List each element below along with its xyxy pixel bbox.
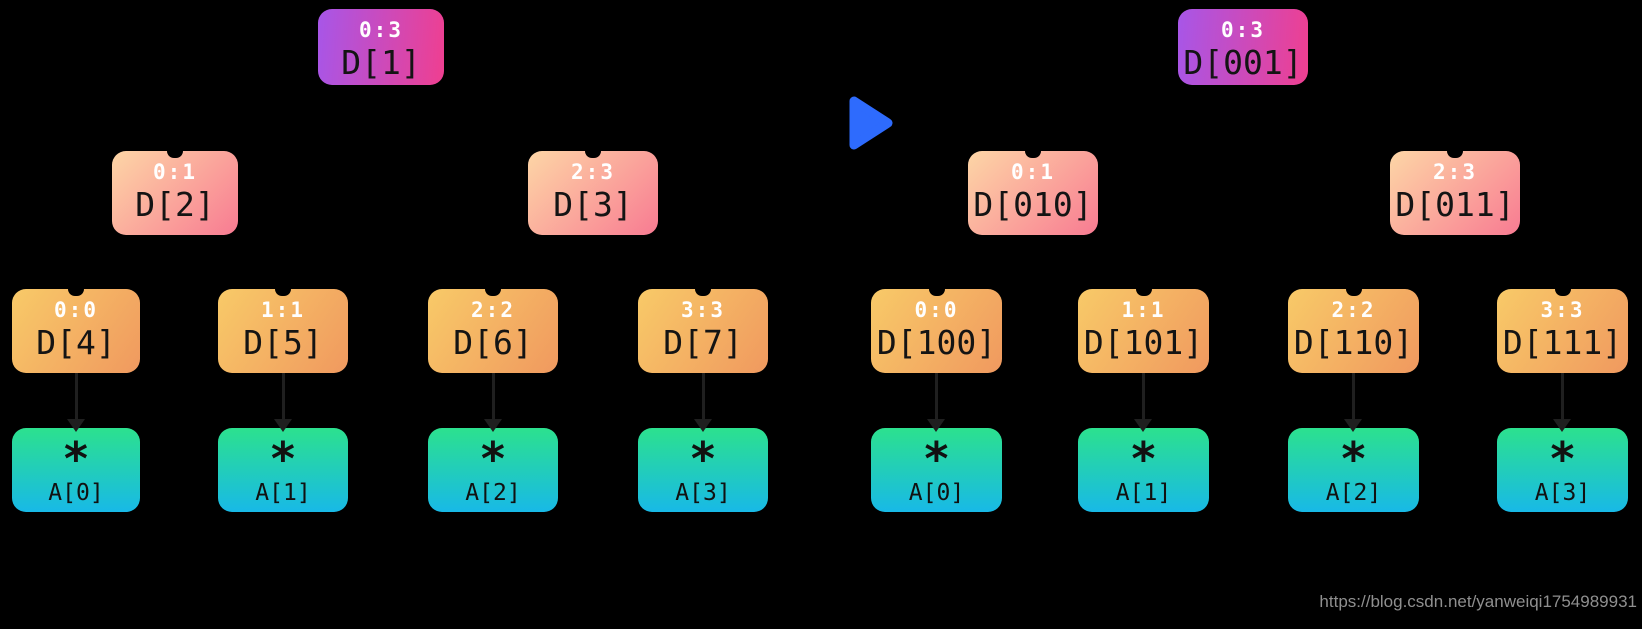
star-operator: * xyxy=(689,432,717,486)
right-leaf-node-2: 2:2 D[110] xyxy=(1288,289,1419,373)
node-label: D[2] xyxy=(135,185,215,224)
right-mid-node-1: 2:3 D[011] xyxy=(1390,151,1520,235)
star-operator: * xyxy=(922,432,951,486)
left-array-cell-1: * A[1] xyxy=(218,428,348,512)
leaf-to-array-arrow-icon xyxy=(1344,373,1362,433)
left-mid-node-0: 0:1 D[2] xyxy=(112,151,238,235)
leaf-to-array-arrow-icon xyxy=(1134,373,1152,433)
left-mid-node-1: 2:3 D[3] xyxy=(528,151,658,235)
right-array-cell-3: * A[3] xyxy=(1497,428,1628,512)
edge-notch xyxy=(1447,151,1463,158)
edge-notch xyxy=(275,289,291,296)
array-label: A[1] xyxy=(1115,480,1172,506)
array-label: A[0] xyxy=(908,480,965,506)
array-label: A[0] xyxy=(48,480,104,506)
node-range-badge: 2:2 xyxy=(471,298,515,322)
node-range-badge: 3:3 xyxy=(1540,298,1585,322)
node-label: D[110] xyxy=(1293,323,1414,362)
left-array-cell-2: * A[2] xyxy=(428,428,558,512)
left-leaf-node-3: 3:3 D[7] xyxy=(638,289,768,373)
node-label: D[011] xyxy=(1395,185,1515,224)
node-range-badge: 1:1 xyxy=(261,298,305,322)
watermark-url: https://blog.csdn.net/yanweiqi1754989931 xyxy=(1319,592,1637,611)
node-label: D[100] xyxy=(876,323,997,362)
right-arrow-icon xyxy=(758,96,893,150)
left-root-node: 0:3 D[1] xyxy=(318,9,444,85)
star-operator: * xyxy=(1548,432,1577,486)
left-leaf-node-1: 1:1 D[5] xyxy=(218,289,348,373)
right-leaf-node-1: 1:1 D[101] xyxy=(1078,289,1209,373)
left-array-cell-0: * A[0] xyxy=(12,428,140,512)
star-operator: * xyxy=(62,432,90,486)
right-array-cell-1: * A[1] xyxy=(1078,428,1209,512)
edge-notch xyxy=(1135,289,1152,296)
array-label: A[3] xyxy=(675,480,731,506)
node-range-badge: 0:0 xyxy=(54,298,98,322)
leaf-to-array-arrow-icon xyxy=(484,373,502,433)
right-array-cell-0: * A[0] xyxy=(871,428,1002,512)
edge-notch xyxy=(928,289,945,296)
right-leaf-node-0: 0:0 D[100] xyxy=(871,289,1002,373)
left-leaf-node-2: 2:2 D[6] xyxy=(428,289,558,373)
node-range-badge: 0:1 xyxy=(153,160,197,184)
node-range-badge: 2:3 xyxy=(1433,160,1477,184)
edge-notch xyxy=(1554,289,1571,296)
node-label: D[3] xyxy=(553,185,633,224)
array-label: A[1] xyxy=(255,480,311,506)
node-range-badge: 0:3 xyxy=(359,18,403,42)
star-operator: * xyxy=(479,432,507,486)
node-label: D[1] xyxy=(341,43,421,82)
array-label: A[3] xyxy=(1534,480,1591,506)
array-label: A[2] xyxy=(1325,480,1382,506)
array-label: A[2] xyxy=(465,480,521,506)
edge-notch xyxy=(1345,289,1362,296)
node-range-badge: 2:2 xyxy=(1331,298,1376,322)
node-range-badge: 2:3 xyxy=(571,160,615,184)
node-label: D[101] xyxy=(1083,323,1204,362)
node-label: D[5] xyxy=(243,323,323,362)
edge-notch xyxy=(695,289,711,296)
left-leaf-node-0: 0:0 D[4] xyxy=(12,289,140,373)
star-operator: * xyxy=(1129,432,1158,486)
edge-notch xyxy=(585,151,601,158)
right-array-cell-2: * A[2] xyxy=(1288,428,1419,512)
edge-notch xyxy=(167,151,183,158)
node-label: D[7] xyxy=(663,323,743,362)
node-label: D[6] xyxy=(453,323,533,362)
node-range-badge: 0:1 xyxy=(1011,160,1055,184)
leaf-to-array-arrow-icon xyxy=(67,373,85,433)
node-label: D[001] xyxy=(1183,43,1303,82)
right-root-node: 0:3 D[001] xyxy=(1178,9,1308,85)
node-label: D[010] xyxy=(973,185,1093,224)
node-label: D[4] xyxy=(36,323,116,362)
right-mid-node-0: 0:1 D[010] xyxy=(968,151,1098,235)
leaf-to-array-arrow-icon xyxy=(927,373,945,433)
node-range-badge: 1:1 xyxy=(1121,298,1166,322)
edge-notch xyxy=(68,289,84,296)
edge-notch xyxy=(1025,151,1041,158)
edge-notch xyxy=(485,289,501,296)
node-label: D[111] xyxy=(1502,323,1623,362)
leaf-to-array-arrow-icon xyxy=(694,373,712,433)
leaf-to-array-arrow-icon xyxy=(1553,373,1571,433)
node-range-badge: 0:0 xyxy=(914,298,959,322)
node-range-badge: 3:3 xyxy=(681,298,725,322)
star-operator: * xyxy=(1339,432,1368,486)
leaf-to-array-arrow-icon xyxy=(274,373,292,433)
right-leaf-node-3: 3:3 D[111] xyxy=(1497,289,1628,373)
left-array-cell-3: * A[3] xyxy=(638,428,768,512)
star-operator: * xyxy=(269,432,297,486)
node-range-badge: 0:3 xyxy=(1221,18,1265,42)
